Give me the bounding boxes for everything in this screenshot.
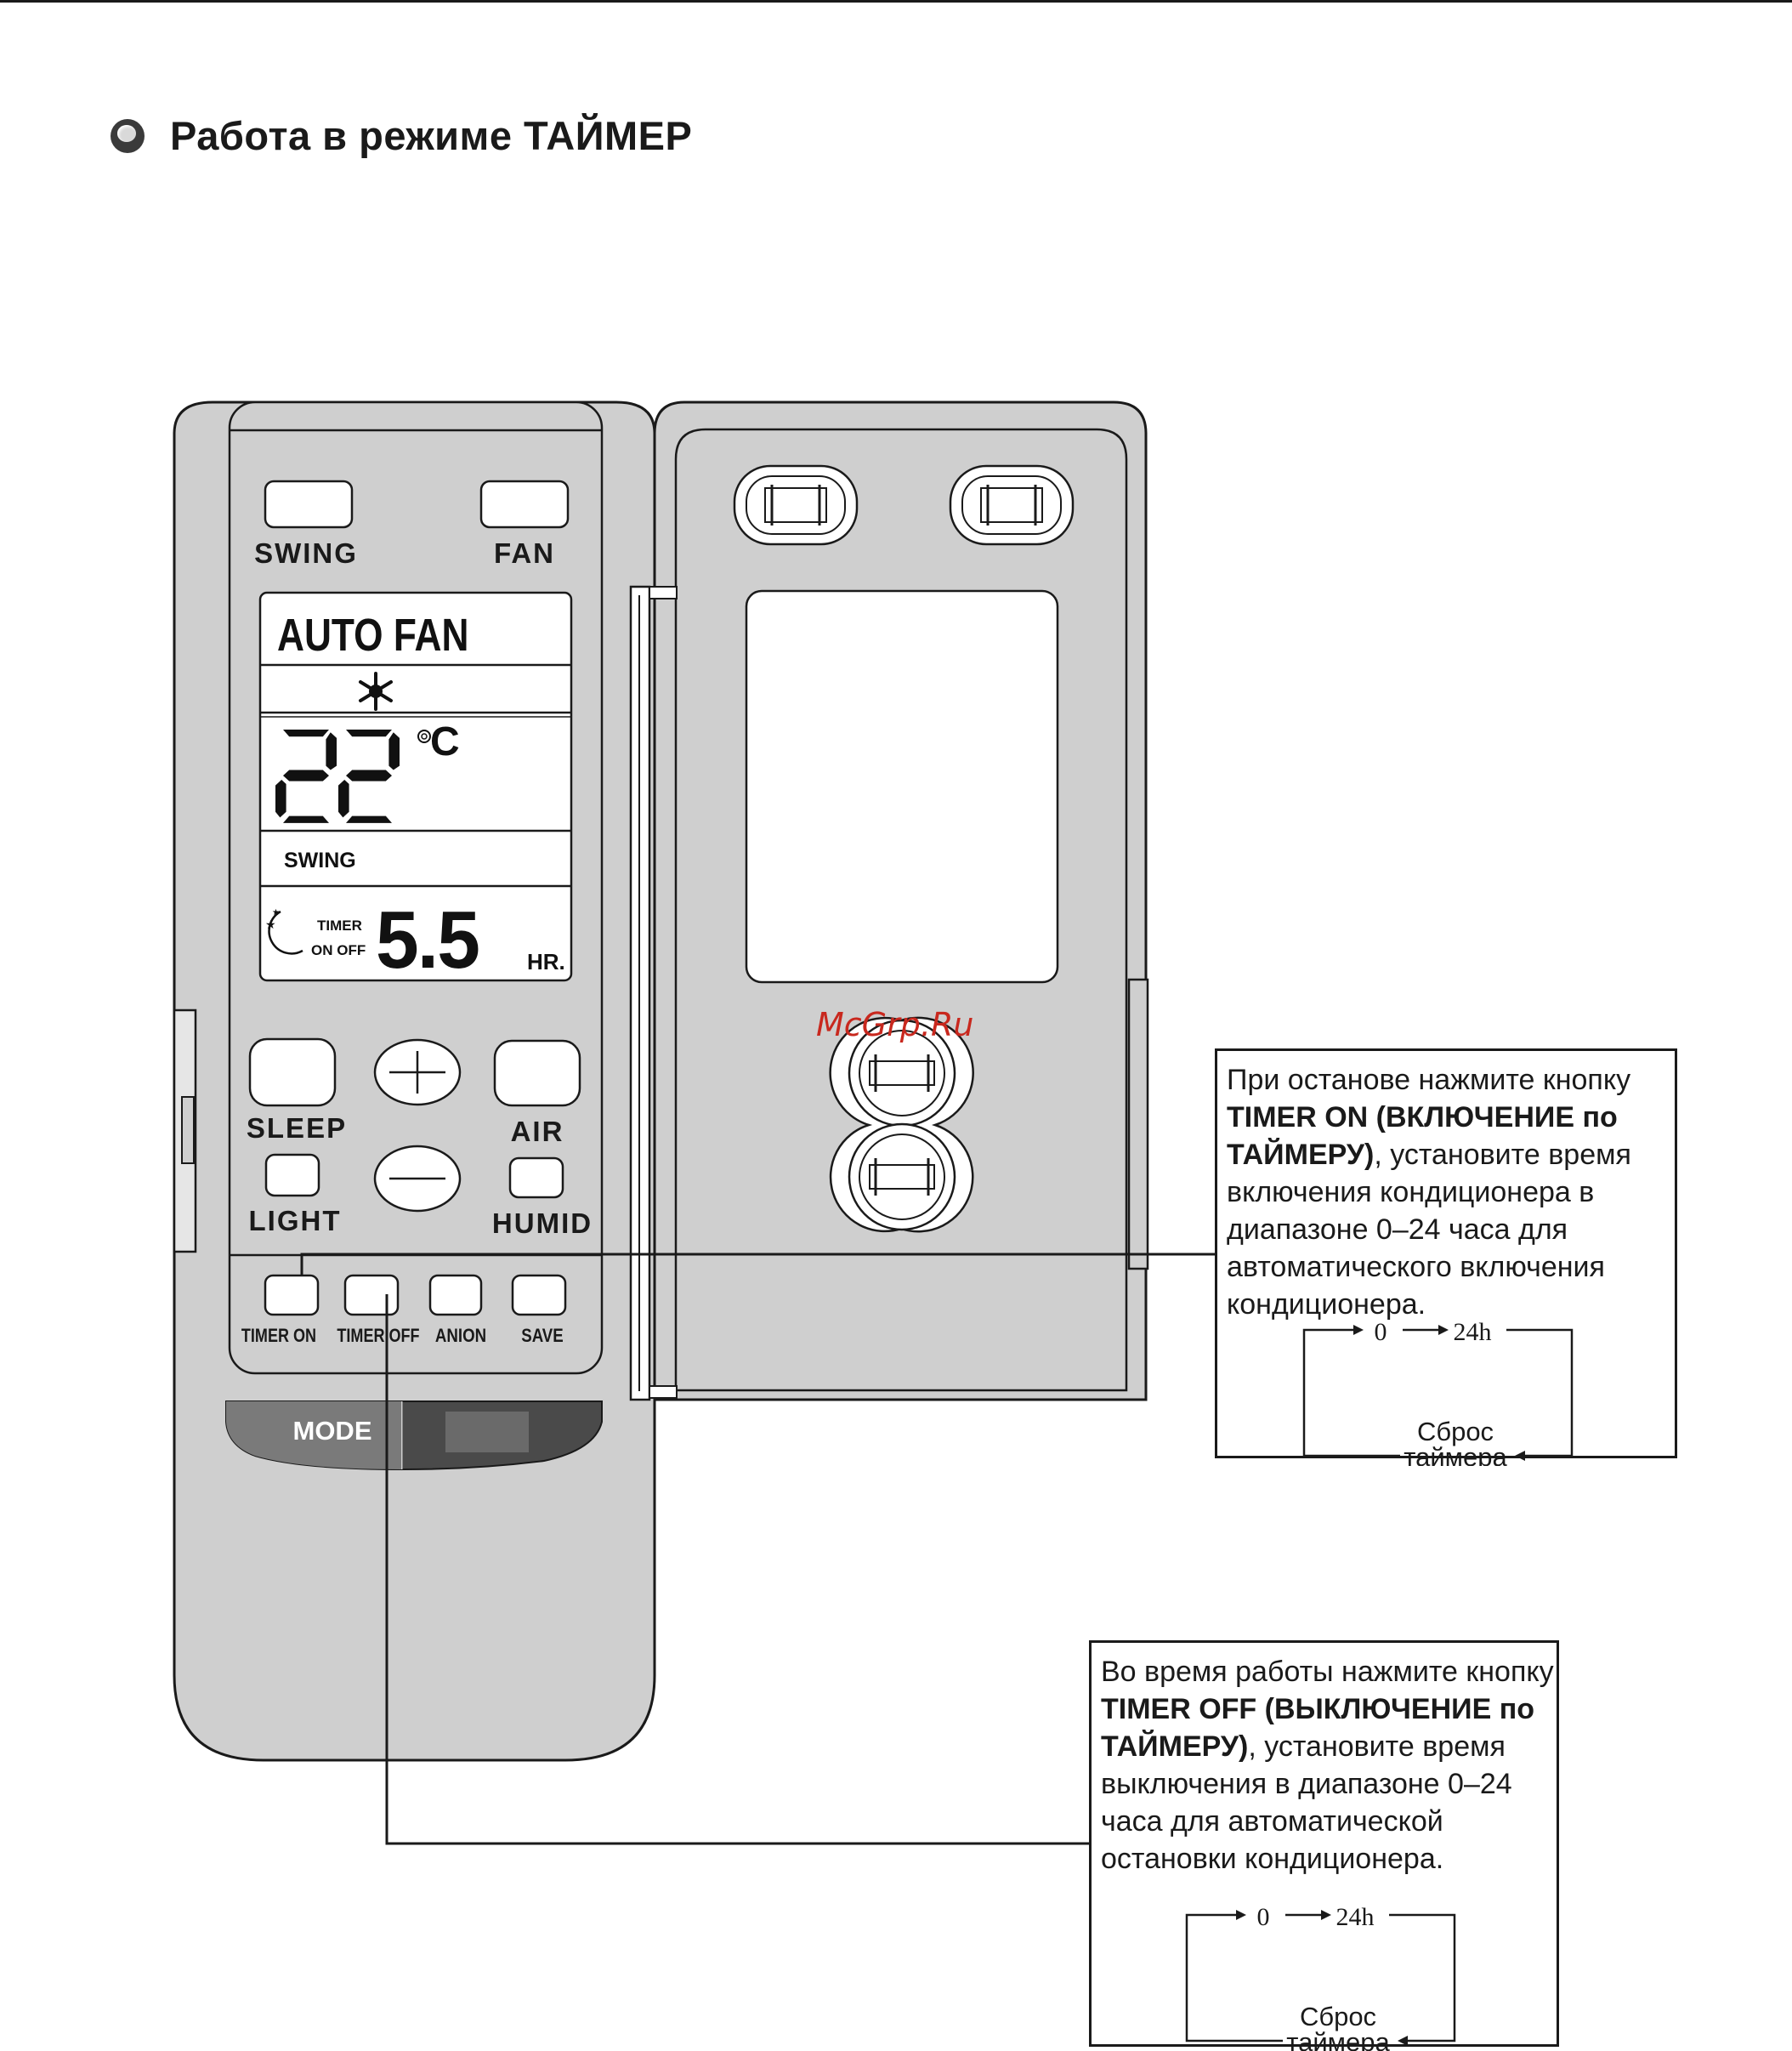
timer-off-button[interactable] bbox=[343, 1274, 400, 1316]
cycle-reset-line1: Сброс bbox=[1417, 1417, 1494, 1446]
light-button-label: LIGHT bbox=[249, 1205, 342, 1236]
lid-window bbox=[745, 589, 1059, 984]
fan-button[interactable] bbox=[479, 480, 570, 529]
air-button-label: AIR bbox=[511, 1116, 564, 1147]
timer-on-note: При останове нажмите кнопку TIMER ON (ВК… bbox=[1215, 1048, 1677, 1466]
swing-button-label: SWING bbox=[254, 537, 358, 569]
sleep-button[interactable] bbox=[248, 1037, 337, 1107]
page-title: Работа в режиме ТАЙМЕР bbox=[170, 113, 693, 158]
timer-on-cycle-diagram: 0 24h Сброс таймера bbox=[1302, 1321, 1574, 1466]
mode-button[interactable] bbox=[226, 1401, 401, 1469]
anion-button-label: ANION bbox=[435, 1327, 486, 1347]
timer-on-button-label: TIMER ON bbox=[241, 1326, 316, 1346]
mode-bar-slot bbox=[445, 1412, 529, 1452]
swing-button[interactable] bbox=[264, 480, 354, 529]
anion-button[interactable] bbox=[428, 1274, 483, 1316]
remote-lid bbox=[629, 401, 1149, 1401]
lcd-display: AUTO FAN 22 C SWING ★ ★ TIMER ON OFF 5.5… bbox=[0, 0, 573, 986]
watermark: McGrp.Ru bbox=[816, 1006, 973, 1043]
light-button[interactable] bbox=[264, 1153, 320, 1197]
save-button[interactable] bbox=[511, 1274, 567, 1316]
section-heading: Работа в режиме ТАЙМЕР bbox=[111, 112, 692, 159]
cycle-reset-line1: Сброс bbox=[1300, 2002, 1376, 2031]
cycle-start: 0 bbox=[1375, 1321, 1387, 1346]
timer-off-button-label: TIMER OFF bbox=[337, 1326, 419, 1346]
lcd-on-off-label: ON OFF bbox=[311, 942, 366, 958]
battery-clip-left bbox=[733, 464, 859, 546]
cycle-reset-line2: таймера bbox=[1286, 2027, 1390, 2051]
lcd-temperature-value: 22 bbox=[0, 0, 2, 1]
timer-off-cycle-diagram: 0 24h Сброс таймера bbox=[1185, 1906, 1456, 2051]
plus-icon bbox=[389, 1051, 445, 1094]
timer-off-note: Во время работы нажмите кнопку TIMER OFF… bbox=[1089, 1640, 1559, 2051]
mode-button-label: MODE bbox=[293, 1416, 372, 1446]
humid-button-label: HUMID bbox=[492, 1207, 593, 1239]
lcd-mode-text: AUTO FAN bbox=[277, 610, 468, 661]
cycle-end: 24h bbox=[1454, 1321, 1492, 1346]
degree-icon bbox=[417, 730, 431, 743]
sleep-moon-icon: ★ ★ bbox=[265, 908, 303, 955]
save-button-label: SAVE bbox=[521, 1327, 564, 1347]
humid-button[interactable] bbox=[508, 1156, 564, 1199]
sleep-button-label: SLEEP bbox=[247, 1112, 347, 1144]
battery-clip-right bbox=[949, 464, 1075, 546]
bullet-icon bbox=[111, 118, 145, 153]
timer-on-note-text: При останове нажмите кнопку TIMER ON (ВК… bbox=[1227, 1064, 1631, 1321]
lcd-hours-unit: HR. bbox=[527, 949, 565, 974]
svg-text:★: ★ bbox=[265, 918, 276, 931]
cycle-start: 0 bbox=[1257, 1906, 1270, 1931]
lcd-swing-text: SWING bbox=[284, 849, 356, 872]
air-button[interactable] bbox=[493, 1039, 581, 1107]
timer-off-callout-line bbox=[385, 1294, 1089, 1845]
svg-text:★: ★ bbox=[272, 908, 280, 918]
timer-off-note-text: Во время работы нажмите кнопку TIMER OFF… bbox=[1101, 1656, 1554, 1875]
side-latch-slot bbox=[181, 1096, 195, 1164]
top-rule bbox=[0, 0, 1792, 3]
fan-button-label: FAN bbox=[494, 537, 555, 569]
lcd-timer-label: TIMER bbox=[317, 918, 362, 934]
cycle-reset-line2: таймера bbox=[1404, 1442, 1507, 1466]
lcd-timer-value: 5.5 bbox=[376, 894, 479, 986]
snowflake-icon bbox=[359, 672, 393, 711]
timer-on-callout-line bbox=[300, 1253, 1215, 1275]
lid-latch bbox=[829, 1016, 974, 1233]
timer-on-button[interactable] bbox=[264, 1274, 320, 1316]
cycle-end: 24h bbox=[1336, 1906, 1375, 1931]
lcd-temp-unit: C bbox=[430, 719, 460, 764]
